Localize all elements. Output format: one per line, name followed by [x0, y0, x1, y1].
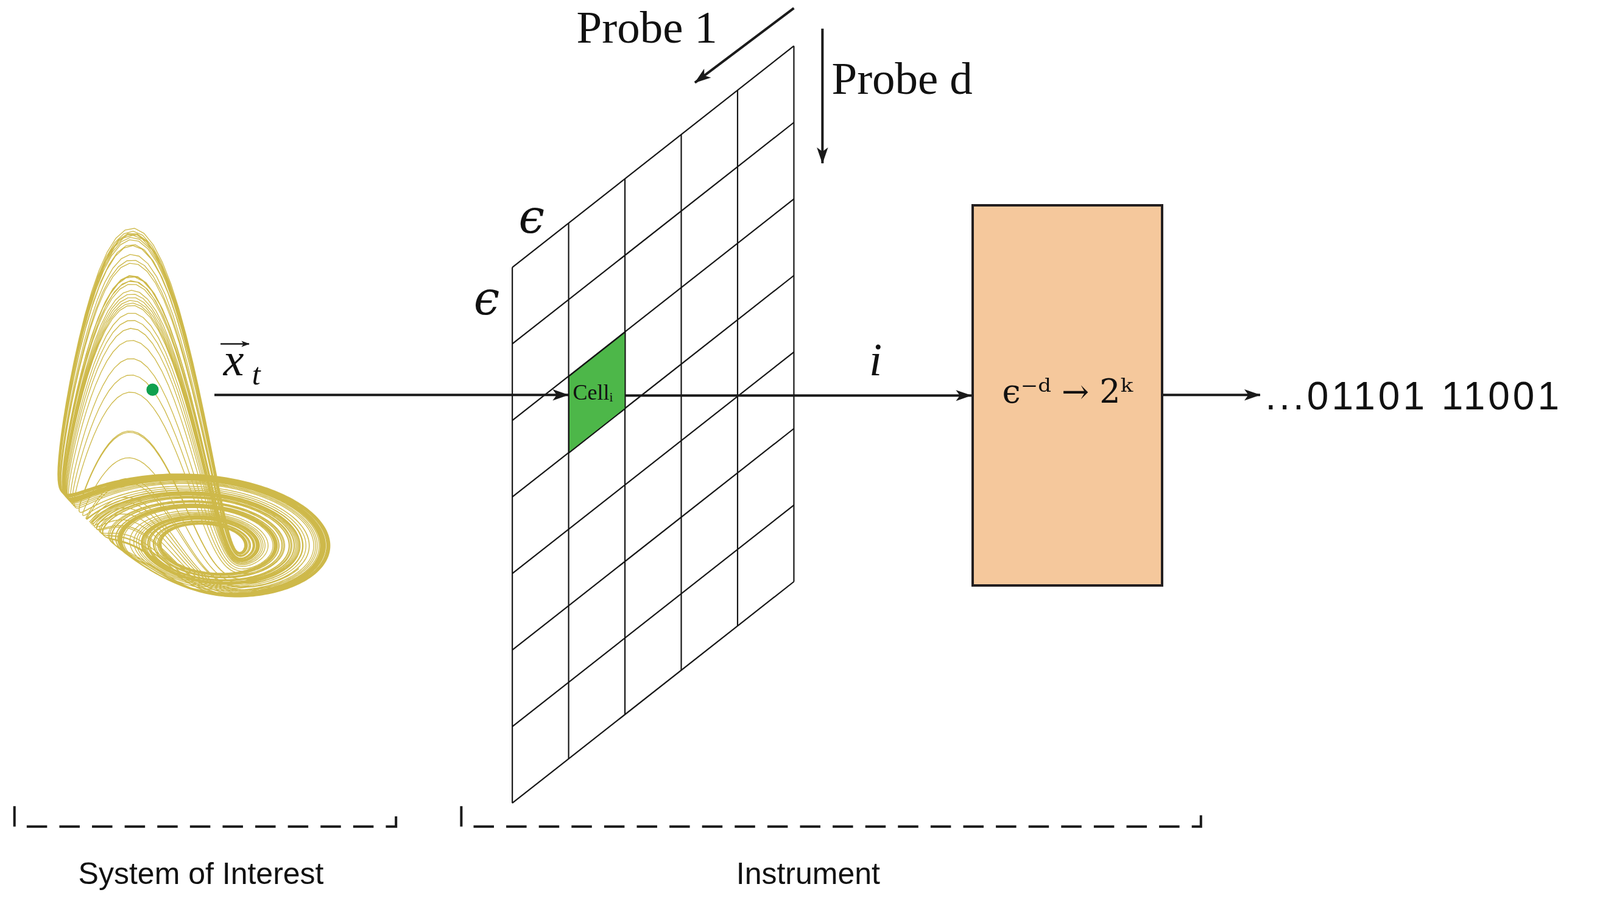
- output-arrow: [1163, 393, 1261, 396]
- cell-size-label: ϵ: [473, 275, 501, 322]
- grid-cell: Cellᵢ: [568, 331, 625, 453]
- probe-grid: [512, 45, 794, 803]
- state-dot: [146, 383, 159, 396]
- state-vector-subscript: t: [252, 358, 261, 390]
- attractor: [57, 228, 331, 597]
- signal-arrow: [624, 394, 972, 397]
- grid-line: [512, 428, 794, 650]
- cell-label: Cellᵢ: [573, 381, 614, 404]
- bracket-label: System of Interest: [78, 858, 325, 889]
- bracket-label: Instrument: [736, 858, 881, 889]
- grid-line: [736, 90, 739, 626]
- probe-arrow: [821, 28, 824, 164]
- grid-line: [512, 275, 794, 497]
- grid-line: [512, 45, 794, 267]
- state-arrow: [214, 393, 569, 396]
- probe-label: Probe d: [831, 55, 973, 102]
- grid-line: [680, 134, 682, 670]
- bit-stream: ...01101 11001: [1265, 376, 1563, 416]
- encoder-label: ϵ⁻ᵈ → 2ᵏ: [1001, 375, 1133, 409]
- grid-line: [624, 178, 626, 714]
- grid-line: [512, 199, 794, 421]
- probe-label: Probe 1: [576, 4, 718, 50]
- encoder-box: ϵ⁻ᵈ → 2ᵏ: [971, 204, 1164, 587]
- bracket: [461, 805, 1201, 827]
- bracket: [14, 805, 396, 827]
- grid-line: [568, 222, 570, 759]
- brackets: [14, 805, 1202, 827]
- attractor-trajectory: [57, 228, 331, 597]
- state-vector-symbol: x: [223, 336, 245, 383]
- grid-line: [512, 352, 794, 574]
- cell-fill: [568, 331, 625, 453]
- grid-line: [512, 504, 794, 726]
- cell-size-label: ϵ: [518, 193, 546, 240]
- grid-line: [792, 45, 795, 582]
- edge-label: i: [869, 336, 882, 383]
- grid-line: [512, 122, 794, 344]
- grid-line: [511, 267, 513, 803]
- grid-line: [512, 581, 794, 803]
